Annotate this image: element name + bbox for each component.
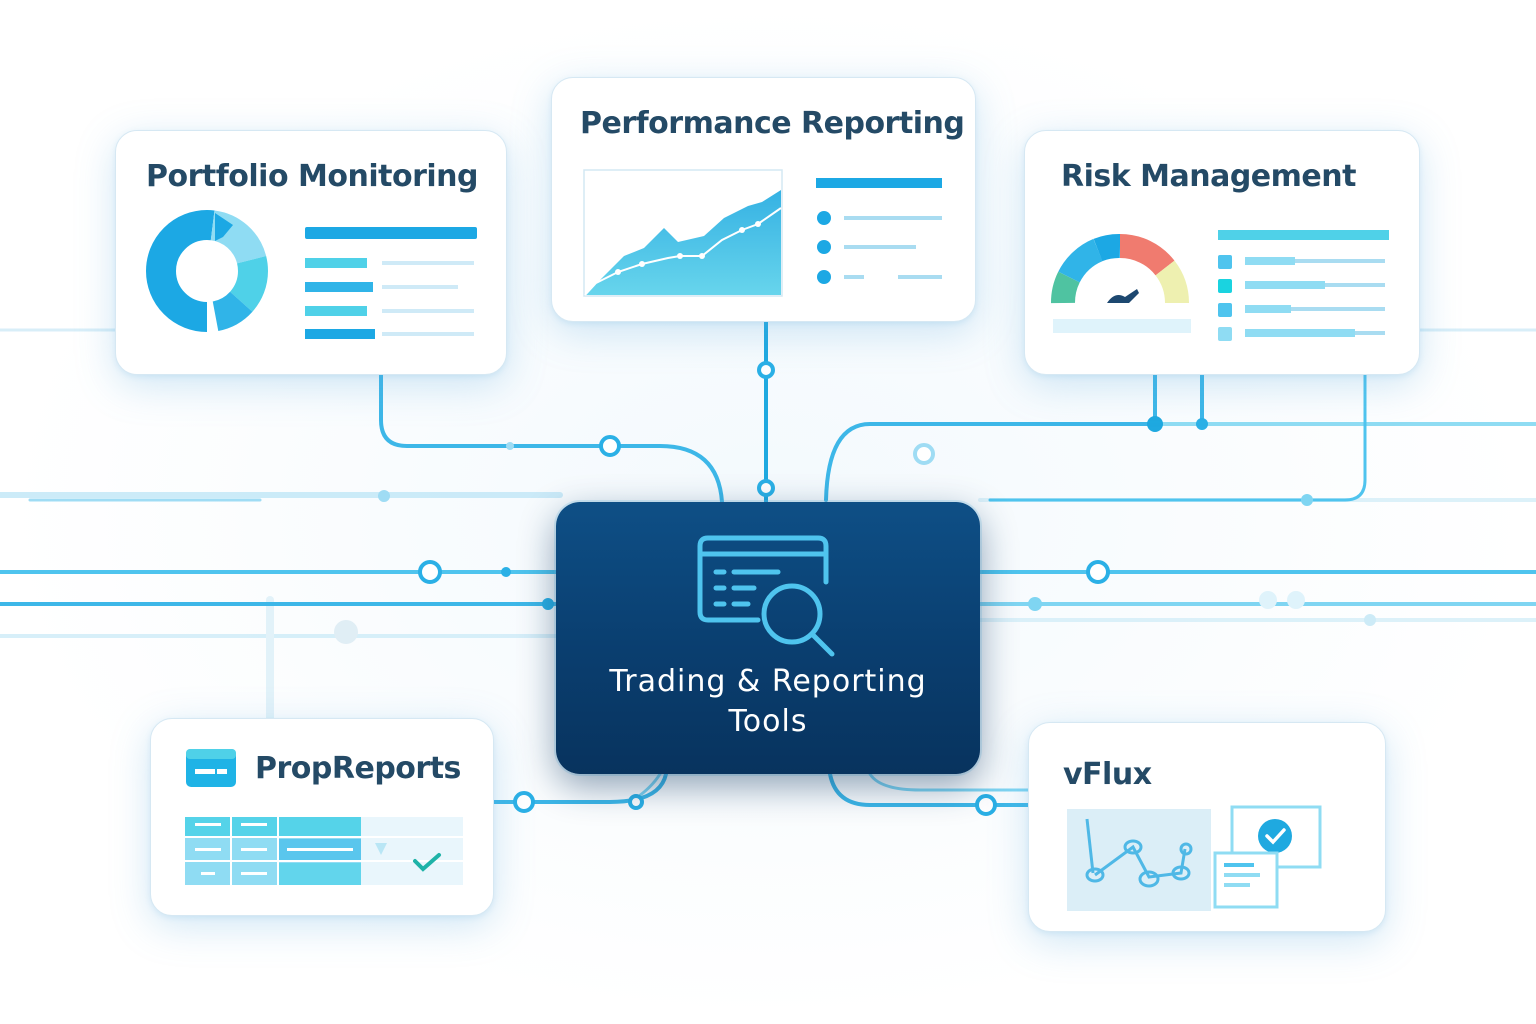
vflux-card[interactable]: vFlux <box>1028 722 1386 932</box>
donut-chart-icon <box>146 210 477 339</box>
portfolio-monitoring-title: Portfolio Monitoring <box>146 159 478 194</box>
performance-reporting-card[interactable]: Performance Reporting <box>551 77 976 322</box>
propreports-title: PropReports <box>255 751 461 786</box>
network-check-icon <box>1067 805 1322 911</box>
propreports-card[interactable]: PropReports <box>150 718 494 916</box>
risk-management-card[interactable]: Risk Management <box>1024 130 1420 375</box>
portfolio-monitoring-card[interactable]: Portfolio Monitoring <box>115 130 507 375</box>
area-chart-icon <box>583 169 942 297</box>
hub-title-line-1: Trading & Reporting <box>609 664 927 699</box>
hub-title: Trading & Reporting Tools <box>556 662 980 742</box>
propreports-logo-icon <box>185 749 463 885</box>
vflux-title: vFlux <box>1063 757 1152 792</box>
hub-title-line-2: Tools <box>728 704 808 739</box>
risk-management-title: Risk Management <box>1061 159 1356 194</box>
performance-reporting-title: Performance Reporting <box>580 106 965 141</box>
gauge-icon <box>1051 230 1389 341</box>
report-search-icon <box>697 535 835 657</box>
trading-reporting-tools-hub[interactable]: Trading & Reporting Tools <box>556 502 980 774</box>
